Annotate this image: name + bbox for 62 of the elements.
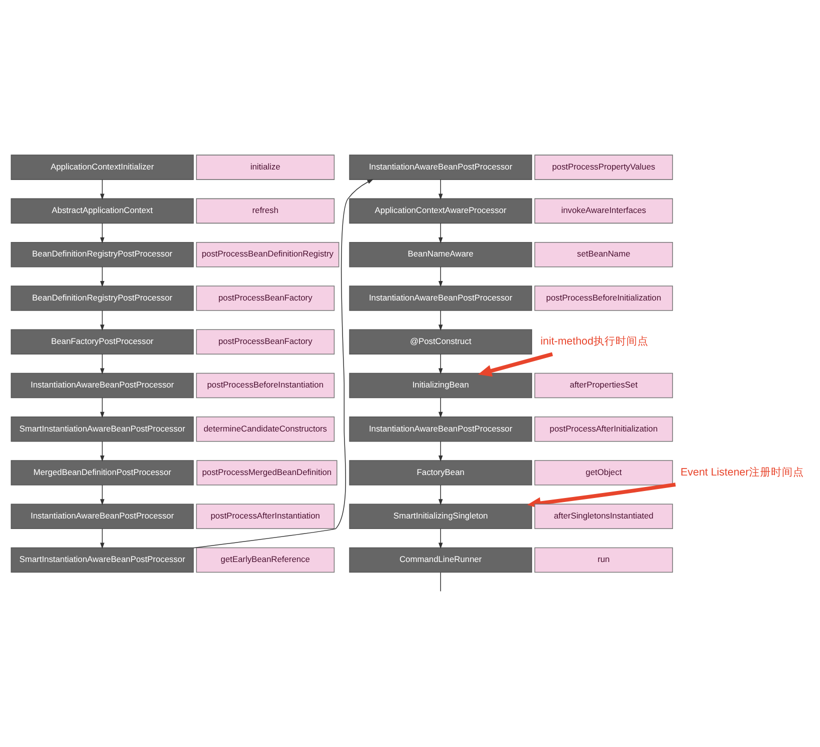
node-box: InitializingBean [349, 372, 532, 398]
node-box: BeanDefinitionRegistryPostProcessor [10, 286, 194, 311]
node-box: CommandLineRunner [349, 547, 532, 573]
node-box: AbstractApplicationContext [10, 198, 194, 224]
arrow [478, 352, 553, 377]
arrow [100, 441, 104, 462]
node-box: BeanFactoryPostProcessor [10, 329, 194, 354]
arrow [100, 528, 104, 549]
arrow [100, 484, 104, 506]
connector [440, 572, 441, 592]
node-box: ApplicationContextInitializer [10, 154, 194, 180]
node-box: postProcessPropertyValues [534, 154, 673, 180]
node-box: SmartInstantiationAwareBeanPostProcessor [10, 416, 194, 442]
node-box: InstantiationAwareBeanPostProcessor [349, 286, 532, 311]
node-box: postProcessAfterInitialization [534, 416, 673, 442]
node-box: @PostConstruct [349, 329, 532, 354]
arrow [438, 266, 443, 288]
node-box: InstantiationAwareBeanPostProcessor [349, 154, 532, 180]
arrow [438, 441, 443, 462]
node-box: postProcessBeanFactory [196, 329, 335, 354]
arrow [438, 222, 443, 244]
node-box: InstantiationAwareBeanPostProcessor [349, 416, 532, 442]
node-box: BeanDefinitionRegistryPostProcessor [10, 242, 194, 268]
node-box: ApplicationContextAwareProcessor [349, 198, 532, 224]
node-box: afterPropertiesSet [534, 372, 673, 398]
arrow [100, 310, 104, 331]
node-box: afterSingletonsInstantiated [534, 504, 673, 529]
node-box: setBeanName [534, 242, 673, 268]
node-box: postProcessBeforeInstantiation [196, 372, 335, 398]
arrow [100, 397, 104, 418]
node-box: postProcessBeforeInitialization [534, 286, 673, 311]
node-box: postProcessMergedBeanDefinition [196, 460, 338, 486]
node-box: initialize [196, 154, 335, 180]
node-box: BeanNameAware [349, 242, 532, 268]
node-box: run [534, 547, 673, 573]
node-box: determineCandidateConstructors [196, 416, 335, 442]
arrow [438, 310, 443, 331]
arrow [438, 179, 443, 200]
arrow [193, 179, 374, 548]
node-box: SmartInitializingSingleton [349, 504, 532, 529]
node-box: invokeAwareInterfaces [534, 198, 673, 224]
arrow [100, 179, 104, 200]
arrow [438, 397, 443, 418]
node-box: refresh [196, 198, 335, 224]
node-box: postProcessAfterInstantiation [196, 504, 335, 529]
node-box: getObject [534, 460, 673, 486]
arrow [438, 484, 443, 506]
node-box: getEarlyBeanReference [196, 547, 335, 573]
node-text: init-method执行时间点 [540, 336, 648, 348]
arrow [438, 354, 443, 374]
node-box: InstantiationAwareBeanPostProcessor [10, 372, 194, 398]
node-box: postProcessBeanDefinitionRegistry [196, 242, 340, 268]
node-box: MergedBeanDefinitionPostProcessor [10, 460, 194, 486]
arrow [100, 354, 104, 374]
node-box: FactoryBean [349, 460, 532, 486]
node-box: InstantiationAwareBeanPostProcessor [10, 504, 194, 529]
arrow [438, 528, 443, 549]
arrow [100, 266, 104, 288]
node-text: Event Listener注册时间点 [680, 466, 804, 479]
arrow [100, 222, 104, 244]
node-box: SmartInstantiationAwareBeanPostProcessor [10, 547, 194, 573]
node-box: postProcessBeanFactory [196, 286, 335, 311]
